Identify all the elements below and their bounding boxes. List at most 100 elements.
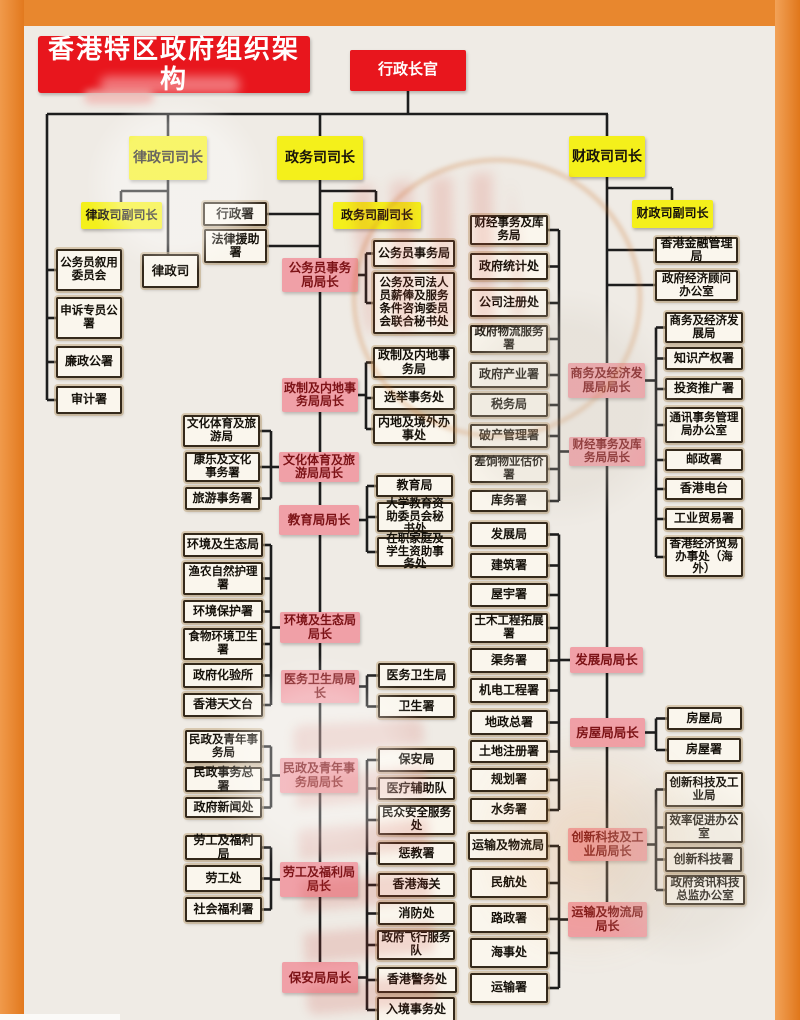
org-node-fs-head: 财政司司长 <box>569 136 645 177</box>
org-node-tc: 旅游事务署 <box>185 487 260 510</box>
org-node-doj: 律政司 <box>142 254 199 288</box>
org-node-sb: 保安局 <box>378 748 455 772</box>
org-node-admin-wing: 行政署 <box>203 202 267 226</box>
org-node-fstb: 财经事务及库务局 <box>470 215 548 245</box>
org-node-hyd: 路政署 <box>470 905 548 933</box>
org-node-hkma: 香港金融管理局 <box>655 236 738 263</box>
frame-top-bar <box>0 0 800 26</box>
org-node-cmab: 政制及内地事务局 <box>373 347 455 378</box>
org-node-dsd: 渠务署 <box>470 648 548 673</box>
org-node-ugc: 大学教育资助委员会秘书处 <box>377 498 453 535</box>
org-node-ipd: 知识产权署 <box>665 347 743 370</box>
org-node-ofca: 通讯事务管理局办公室 <box>665 407 743 443</box>
org-node-p-edu: 教育局局长 <box>279 505 359 535</box>
org-node-landsd: 地政总署 <box>470 710 548 735</box>
org-node-p-csb: 公务员事务局局长 <box>282 258 358 292</box>
org-node-wfsfaa: 在职家庭及学生资助事务处 <box>377 533 453 570</box>
org-node-hhb: 医务卫生局 <box>378 663 455 688</box>
org-node-fs-deputy: 财政司副司长 <box>632 200 713 228</box>
org-node-ombudsman: 申诉专员公署 <box>56 297 122 339</box>
org-node-emsd: 机电工程署 <box>470 678 548 703</box>
org-node-p-fstb: 财经事务及库务局局长 <box>569 437 645 466</box>
org-node-tlb: 运输及物流局 <box>468 832 548 860</box>
org-node-doj-deputy: 律政司副司长 <box>81 202 162 229</box>
org-node-fehd: 食物环境卫生署 <box>183 628 263 660</box>
org-node-ce: 行政长官 <box>350 50 466 91</box>
org-node-p-cedb: 商务及经济发展局局长 <box>568 363 645 398</box>
org-node-ogcio: 政府资讯科技总监办公室 <box>665 875 745 905</box>
org-node-eeb: 环境及生态局 <box>183 533 263 557</box>
org-node-isd: 政府新闻处 <box>185 797 262 818</box>
org-node-govlab: 政府化验所 <box>183 663 263 688</box>
org-node-gfs: 政府飞行服务队 <box>377 930 455 960</box>
org-node-post: 邮政署 <box>665 449 743 471</box>
org-node-hyab: 民政及青年事务局 <box>185 730 262 763</box>
org-node-oge: 政府经济顾问办公室 <box>655 270 738 301</box>
org-node-rthk: 香港电台 <box>665 478 743 500</box>
org-node-customs: 香港海关 <box>378 873 455 897</box>
frame-left-bar <box>0 0 24 1015</box>
org-node-cad: 民航处 <box>470 868 548 898</box>
org-node-epd: 环境保护署 <box>183 600 263 623</box>
org-node-p-itib: 创新科技及工业局局长 <box>568 828 647 861</box>
org-node-investhk: 投资推广署 <box>665 378 743 400</box>
org-node-plan: 规划署 <box>470 768 548 792</box>
org-node-bd: 屋宇署 <box>470 583 548 607</box>
org-node-jsscs: 公务及司法人员薪俸及服务条件咨询委员会联合秘书处 <box>373 272 455 334</box>
org-node-immd: 入境事务处 <box>377 997 455 1020</box>
org-node-p-cstb: 文化体育及旅游局局长 <box>279 452 359 482</box>
org-node-td: 运输署 <box>470 973 548 1003</box>
org-node-mainland-off: 内地及境外办事处 <box>373 414 455 444</box>
org-node-cstb: 文化体育及旅游局 <box>183 415 260 447</box>
org-node-oro: 破产管理署 <box>470 424 548 448</box>
org-node-housing-d: 房屋署 <box>667 738 741 762</box>
org-node-doj-head: 律政司司长 <box>129 136 207 180</box>
org-node-cedb: 商务及经济发展局 <box>665 312 743 343</box>
org-node-hko: 香港天文台 <box>183 693 263 717</box>
org-node-p-cmab: 政制及内地事务局局长 <box>282 378 358 412</box>
org-node-itib: 创新科技及工业局 <box>665 772 743 807</box>
org-node-effo: 效率促进办公室 <box>665 812 743 843</box>
org-node-devb: 发展局 <box>470 522 548 547</box>
org-node-wsd: 水务署 <box>470 798 548 822</box>
org-node-treasury: 库务署 <box>470 490 548 512</box>
org-node-audit: 审计署 <box>56 386 122 414</box>
org-node-p-hhb: 医务卫生局局长 <box>281 670 359 703</box>
org-node-p-hb: 房屋局局长 <box>570 718 645 747</box>
org-node-police: 香港警务处 <box>377 967 457 993</box>
org-node-itc: 创新科技署 <box>665 847 742 872</box>
org-node-p-eeb: 环境及生态局局长 <box>280 612 360 643</box>
org-node-cr: 公司注册处 <box>470 289 548 317</box>
org-node-title: 香港特区政府组织架构 <box>38 35 310 93</box>
org-node-had: 民政事务总署 <box>185 765 262 792</box>
org-node-csd: 惩教署 <box>378 842 455 865</box>
org-node-csb: 公务员事务局 <box>373 240 455 267</box>
org-node-tid: 工业贸易署 <box>665 508 743 530</box>
org-node-p-tlb: 运输及物流局局长 <box>568 902 647 937</box>
org-node-cedd: 土木工程拓展署 <box>470 613 548 643</box>
org-node-rvd: 差饷物业估价署 <box>470 455 548 483</box>
org-node-lcsd: 康乐及文化事务署 <box>185 452 260 482</box>
org-node-swd: 社会福利署 <box>185 897 262 922</box>
org-node-p-lwb: 劳工及福利局局长 <box>280 862 358 897</box>
org-node-lr: 土地注册署 <box>470 740 548 763</box>
org-node-eto: 香港经济贸易办事处（海外） <box>665 537 743 577</box>
org-node-afcd: 渔农自然护理署 <box>183 562 263 595</box>
org-node-psc: 公务员叙用委员会 <box>56 249 122 291</box>
org-node-dh: 卫生署 <box>378 695 455 718</box>
org-node-ams: 医疗辅助队 <box>378 777 455 800</box>
org-node-gpa: 政府产业署 <box>470 362 548 388</box>
org-node-ird: 税务局 <box>470 393 548 417</box>
org-node-housing-b: 房屋局 <box>667 707 742 730</box>
org-node-reo: 选举事务处 <box>373 386 455 410</box>
org-node-cs-deputy: 政务司副司长 <box>333 202 421 229</box>
org-node-p-sb: 保安局局长 <box>282 962 358 993</box>
org-node-fsd: 消防处 <box>378 902 455 925</box>
frame-right-bar <box>775 0 800 1020</box>
org-node-p-devb: 发展局局长 <box>570 647 643 673</box>
org-node-lwb: 劳工及福利局 <box>185 833 262 860</box>
photo-bottom-edge <box>0 1014 120 1020</box>
